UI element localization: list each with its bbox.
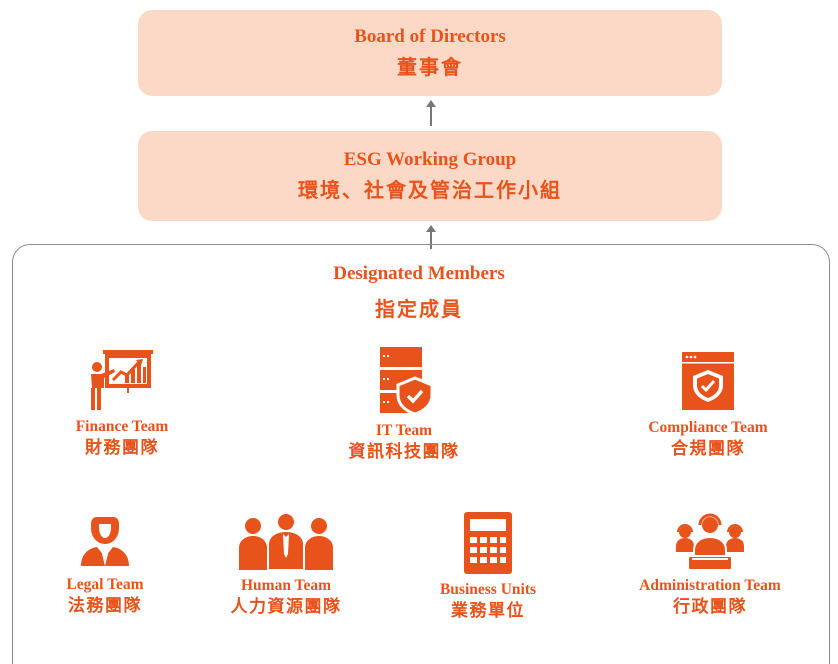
server-shield-icon <box>380 347 434 415</box>
team-label-zh: 業務單位 <box>451 601 525 620</box>
people-group-icon <box>239 512 333 570</box>
team-label-zh: 人力資源團隊 <box>230 597 342 616</box>
lawyer-icon <box>81 517 129 566</box>
calculator-icon <box>464 512 512 574</box>
team-label-en: Administration Team <box>639 577 781 594</box>
board-title-zh: 董事會 <box>397 57 463 79</box>
board-title-en: Board of Directors <box>354 26 506 47</box>
members-title-zh: 指定成員 <box>375 299 463 321</box>
team-label-zh: 資訊科技團隊 <box>348 442 460 461</box>
team-human: Human Team 人力資源團隊 <box>176 512 396 618</box>
members-title-en: Designated Members <box>333 263 505 284</box>
team-administration: Administration Team 行政團隊 <box>600 512 820 618</box>
support-staff-icon <box>676 513 744 570</box>
presentation-chart-icon <box>91 350 153 410</box>
team-legal: Legal Team 法務團隊 <box>0 514 215 617</box>
esg-working-group-box: ESG Working Group 環境、社會及管治工作小組 <box>138 131 722 221</box>
team-label-zh: 財務團隊 <box>85 438 159 457</box>
arrow-up-connector <box>426 100 436 126</box>
team-label-zh: 合規團隊 <box>671 439 745 458</box>
team-finance: Finance Team 財務團隊 <box>12 347 232 459</box>
designated-members-panel <box>12 244 830 664</box>
team-label-en: Finance Team <box>75 418 169 435</box>
team-label-en: IT Team <box>375 422 433 439</box>
arrow-up-connector <box>426 225 436 249</box>
esg-title-en: ESG Working Group <box>343 149 517 170</box>
team-label-zh: 法務團隊 <box>68 596 142 615</box>
team-label-en: Legal Team <box>66 576 144 593</box>
team-label-en: Human Team <box>240 577 331 594</box>
browser-shield-icon <box>682 352 734 410</box>
board-of-directors-box: Board of Directors 董事會 <box>138 10 722 96</box>
team-compliance: Compliance Team 合規團隊 <box>598 350 818 460</box>
esg-title-zh: 環境、社會及管治工作小組 <box>298 180 562 202</box>
team-it: IT Team 資訊科技團隊 <box>294 345 514 463</box>
team-label-zh: 行政團隊 <box>673 597 747 616</box>
team-label-en: Compliance Team <box>648 419 768 436</box>
team-business-units: Business Units 業務單位 <box>378 512 598 622</box>
team-label-en: Business Units <box>439 581 537 598</box>
